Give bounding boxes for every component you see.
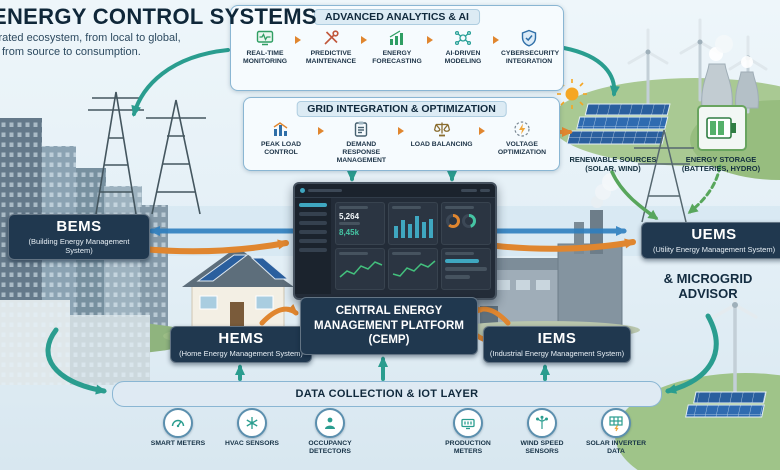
dashboard-sidebar	[295, 198, 331, 294]
analytics-item-realtime: REAL-TIME MONITORING	[237, 29, 293, 66]
iot-item-solar-inverter-data: SOLAR INVERTER DATA	[581, 408, 651, 456]
grid-item-demand-response: DEMAND RESPONSE MANAGEMENT	[330, 120, 392, 165]
uems-title: UEMS	[691, 226, 737, 243]
energy-storage-label: ENERGY STORAGE (BATTERIES, HYDRO)	[681, 155, 761, 174]
page-title: ENERGY CONTROL SYSTEMS	[0, 4, 317, 29]
renewable-sources-label: RENEWABLE SOURCES (SOLAR, WIND)	[569, 155, 657, 174]
hems-node: HEMS (Home Energy Management System)	[170, 326, 312, 363]
arrow-city-to-iot	[45, 327, 107, 395]
arrow-analytics-to-renewables	[562, 46, 620, 97]
peak-load-icon	[250, 120, 312, 139]
microgrid-advisor-label: & MICROGRID ADVISOR	[663, 271, 753, 301]
analytics-panel: ADVANCED ANALYTICS & AI REAL-TIME MONITO…	[230, 5, 564, 91]
clipboard-icon	[330, 120, 392, 139]
bems-description: (Building Energy Management System)	[28, 236, 130, 255]
transmission-tower-icon	[88, 91, 206, 215]
analytics-item-cybersecurity: CYBERSECURITY INTEGRATION	[501, 29, 559, 66]
analytics-item-maintenance: PREDICTIVE MAINTENANCE	[303, 29, 359, 66]
uems-description: (Utility Energy Management System)	[652, 244, 776, 254]
flow-arrow-icon	[398, 127, 405, 135]
arrow-analytics-to-city	[131, 48, 230, 117]
page-subtitle-line2: from source to consumption.	[2, 46, 141, 58]
arrow-bems-to-cemp	[139, 239, 289, 255]
analytics-panel-title: ADVANCED ANALYTICS & AI	[314, 9, 480, 25]
iot-item-hvac-sensors: HVAC SENSORS	[217, 408, 287, 448]
iems-title: IEMS	[537, 330, 577, 347]
bar-growth-icon	[369, 29, 425, 48]
page-subtitle-line1: Integrated ecosystem, from local to glob…	[0, 32, 181, 44]
arrow-cemp-to-uems	[494, 238, 636, 252]
grid-panel: GRID INTEGRATION & OPTIMIZATION PEAK LOA…	[243, 97, 560, 171]
arrow-storage-to-uems	[687, 164, 722, 214]
flow-arrow-icon	[361, 36, 367, 44]
balance-scale-icon	[411, 120, 473, 139]
transmission-tower-icon	[634, 129, 694, 223]
hems-description: (Home Energy Management System)	[179, 348, 303, 358]
bems-node: BEMS (Building Energy Management System)	[8, 214, 150, 261]
grid-item-peak-load: PEAK LOAD CONTROL	[250, 120, 312, 157]
city-illustration	[0, 118, 200, 385]
analytics-item-forecasting: ENERGY FORECASTING	[369, 29, 425, 66]
gauge-icon	[462, 214, 476, 228]
cooling-tower-icon	[701, 35, 759, 109]
arrow-hems-to-cemp	[259, 303, 299, 326]
voltage-icon	[491, 120, 553, 139]
grid-item-voltage: VOLTAGE OPTIMIZATION	[491, 120, 553, 157]
dashboard-metric-secondary: 8,45k	[339, 227, 360, 237]
flow-arrow-icon	[493, 36, 499, 44]
flow-arrow-icon	[478, 127, 485, 135]
gauge-icon	[446, 214, 460, 228]
cemp-dashboard-screenshot: 5,264 8,45k	[293, 182, 497, 300]
battery-storage-icon	[697, 105, 747, 151]
bems-title: BEMS	[56, 218, 102, 235]
smart-meter-icon	[163, 408, 193, 438]
iot-item-smart-meters: SMART METERS	[143, 408, 213, 448]
tools-icon	[303, 29, 359, 48]
solar-inverter-icon	[601, 408, 631, 438]
flow-arrow-icon	[295, 36, 301, 44]
dashboard-metric-card: 5,264 8,45k	[335, 202, 385, 245]
grid-panel-title: GRID INTEGRATION & OPTIMIZATION	[296, 101, 507, 117]
flow-arrow-icon	[318, 127, 325, 135]
shield-icon	[501, 29, 557, 48]
dashboard-line-chart-2	[388, 247, 438, 290]
iot-item-production-meters: PRODUCTION METERS	[433, 408, 503, 456]
dashboard-logo	[300, 188, 305, 193]
dashboard-line-chart-1	[335, 247, 385, 290]
analytics-item-ai-modeling: AI-DRIVEN MODELING	[435, 29, 491, 66]
monitor-pulse-icon	[237, 29, 293, 48]
flow-arrow-icon	[427, 36, 433, 44]
network-brain-icon	[435, 29, 491, 48]
iot-item-wind-speed-sensors: WIND SPEED SENSORS	[507, 408, 577, 456]
hems-title: HEMS	[218, 330, 264, 347]
arrow-renewables-to-uems	[610, 170, 659, 220]
dashboard-gauges	[441, 202, 491, 245]
iot-item-occupancy-detectors: OCCUPANCY DETECTORS	[295, 408, 365, 456]
production-meter-icon	[453, 408, 483, 438]
dashboard-table-card	[441, 247, 491, 290]
factory-illustration	[450, 173, 640, 339]
iems-description: (Industrial Energy Management System)	[489, 348, 625, 358]
wind-speed-icon	[527, 408, 557, 438]
dashboard-metric-primary: 5,264	[339, 212, 360, 221]
cemp-node: CENTRAL ENERGY MANAGEMENT PLATFORM (CEMP…	[300, 297, 478, 355]
arrow-uems-to-iot	[665, 313, 719, 394]
solar-panel-icon	[566, 103, 671, 145]
hvac-sensor-icon	[237, 408, 267, 438]
arrow-iems-to-cemp	[470, 304, 511, 326]
iot-layer-bar: DATA COLLECTION & IOT LAYER	[112, 381, 662, 407]
grid-item-load-balancing: LOAD BALANCING	[411, 120, 473, 149]
occupancy-icon	[315, 408, 345, 438]
uems-node: UEMS (Utility Energy Management System)	[641, 222, 780, 259]
dashboard-topbar	[295, 184, 495, 198]
dashboard-bar-chart	[388, 202, 438, 245]
iems-node: IEMS (Industrial Energy Management Syste…	[483, 326, 631, 363]
